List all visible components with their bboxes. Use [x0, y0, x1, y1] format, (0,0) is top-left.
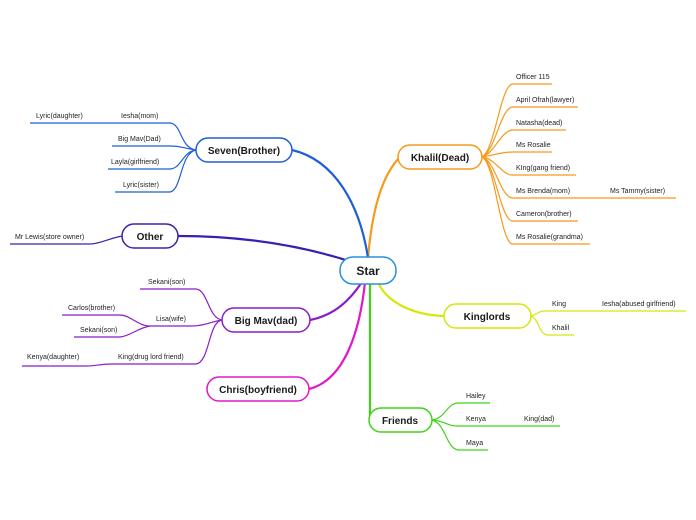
leaf-label: King(drug lord friend) — [118, 354, 184, 361]
friends-subbranches — [431, 402, 560, 451]
link-center-kinglords — [376, 280, 446, 318]
leaf-label: Ms Rosalie(grandma) — [516, 234, 583, 241]
topic-label: Chris(boyfriend) — [219, 385, 297, 396]
link-center-bigmav — [308, 280, 364, 322]
leaf-label: Carlos(brother) — [68, 305, 115, 312]
link-center-other — [176, 234, 354, 264]
leaf-label: Ms Brenda(mom) — [516, 188, 570, 195]
central-topic[interactable]: Star — [339, 256, 397, 285]
leaf-label: Hailey — [466, 393, 486, 400]
leaf-label: KIng(gang friend) — [516, 165, 570, 172]
topic-chris[interactable]: Chris(boyfriend) — [206, 376, 310, 402]
leaf-label: Layla(girlfriend) — [111, 159, 159, 166]
topic-kinglords[interactable]: Kinglords — [443, 303, 532, 329]
bigmav-subbranches — [22, 288, 223, 367]
seven-subbranches — [30, 122, 197, 193]
other-subbranches — [10, 235, 123, 245]
leaf-label: Kenya(daughter) — [27, 354, 79, 361]
leaf-label: King(dad) — [524, 416, 554, 423]
leaf-label: Cameron(brother) — [516, 211, 572, 218]
topic-label: Seven(Brother) — [208, 146, 280, 157]
other-leaves: Mr Lewis(store owner) — [15, 234, 84, 241]
kinglords-subbranches — [530, 310, 686, 336]
topic-label: Friends — [382, 416, 419, 427]
khalil-subbranches — [481, 83, 676, 245]
leaf-label: King — [552, 301, 566, 308]
leaf-label: Iesha(abused girlfriend) — [602, 301, 676, 308]
topic-label: Khalil(Dead) — [411, 153, 469, 164]
topic-seven[interactable]: Seven(Brother) — [195, 137, 293, 163]
link-center-chris — [307, 280, 367, 391]
leaf-label: Ms Tammy(sister) — [610, 188, 665, 195]
central-topic-label: Star — [356, 264, 380, 278]
leaf-label: Ms Rosalie — [516, 142, 551, 149]
leaf-label: Officer 115 — [516, 74, 550, 81]
leaf-label: Kenya — [466, 416, 486, 423]
leaf-label: Big Mav(Dad) — [118, 136, 161, 143]
leaf-label: Lyric(daughter) — [36, 113, 83, 120]
leaf-label: Iesha(mom) — [121, 113, 158, 120]
leaf-label: April Ofrah(lawyer) — [516, 97, 574, 104]
topic-label: Kinglords — [464, 312, 511, 323]
kinglords-leaves: King Iesha(abused girlfriend) Khalil — [552, 301, 676, 332]
topic-friends[interactable]: Friends — [368, 407, 433, 433]
link-center-khalil — [366, 155, 402, 260]
topic-label: Other — [137, 232, 164, 243]
topic-label: Big Mav(dad) — [235, 316, 298, 327]
leaf-label: Sekani(son) — [148, 279, 185, 286]
leaf-label: Khalil — [552, 325, 570, 332]
bigmav-leaves: Sekani(son) Lisa(wife) Carlos(brother) S… — [27, 279, 186, 361]
leaf-label: Natasha(dead) — [516, 120, 562, 127]
leaf-label: Lyric(sister) — [123, 182, 159, 189]
topic-bigmav[interactable]: Big Mav(dad) — [221, 307, 311, 333]
center-connections — [176, 148, 446, 420]
leaf-label: Mr Lewis(store owner) — [15, 234, 84, 241]
leaf-label: Lisa(wife) — [156, 316, 186, 323]
seven-leaves: Iesha(mom) Lyric(daughter) Big Mav(Dad) … — [36, 113, 161, 189]
link-center-seven — [290, 148, 370, 260]
leaf-label: Sekani(son) — [80, 327, 117, 334]
leaf-label: Maya — [466, 440, 483, 447]
topic-other[interactable]: Other — [121, 223, 179, 249]
friends-leaves: Hailey Kenya King(dad) Maya — [466, 393, 554, 447]
topic-khalil[interactable]: Khalil(Dead) — [397, 144, 483, 170]
khalil-leaves: Officer 115 April Ofrah(lawyer) Natasha(… — [516, 74, 665, 241]
